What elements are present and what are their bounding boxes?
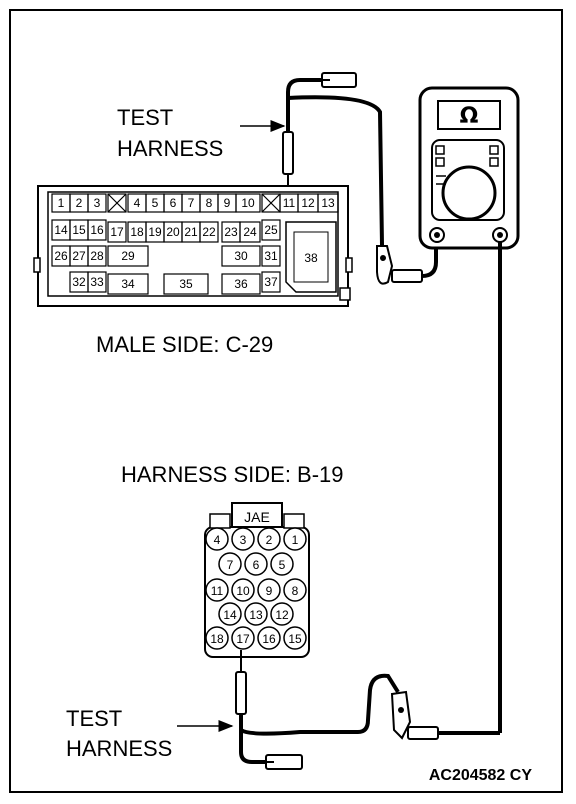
ohm-symbol: Ω <box>460 104 479 129</box>
pin-15: 15 <box>72 223 86 237</box>
pin-30: 30 <box>234 249 248 263</box>
pin-14: 14 <box>54 223 68 237</box>
pin-38: 38 <box>304 251 318 265</box>
harness-pin-11: 11 <box>211 584 224 598</box>
pin-8: 8 <box>206 196 213 210</box>
pin-2: 2 <box>76 196 83 210</box>
bottom-probe-icon <box>235 650 400 770</box>
test-harness-bottom-label-2: HARNESS <box>66 736 172 761</box>
pin-9: 9 <box>224 196 231 210</box>
pin-36: 36 <box>234 277 248 291</box>
meter-clip-left-icon <box>376 245 438 285</box>
pin-21: 21 <box>184 225 198 239</box>
harness-connector-b19: JAE 4 3 2 1 7 6 5 11 10 9 8 14 13 12 18 … <box>204 502 310 658</box>
pin-12: 12 <box>301 196 315 210</box>
harness-pin-16: 16 <box>262 632 276 646</box>
male-side-label: MALE SIDE: C-29 <box>96 332 273 357</box>
harness-pin-15: 15 <box>288 632 302 646</box>
pin-16: 16 <box>90 223 104 237</box>
pin-32: 32 <box>72 275 86 289</box>
harness-pin-7: 7 <box>227 558 234 572</box>
test-harness-top-label-2: HARNESS <box>117 136 223 161</box>
harness-pin-17: 17 <box>236 632 250 646</box>
pin-20: 20 <box>166 225 180 239</box>
harness-pin-1: 1 <box>292 533 299 547</box>
figure-code: AC204582 CY <box>429 767 533 784</box>
harness-pin-9: 9 <box>266 584 273 598</box>
harness-pin-2: 2 <box>266 533 273 547</box>
pin-23: 23 <box>224 225 238 239</box>
pin-7: 7 <box>188 196 195 210</box>
harness-pin-13: 13 <box>249 608 263 622</box>
jae-label: JAE <box>244 509 270 525</box>
test-harness-bottom-label-1: TEST <box>66 706 122 731</box>
harness-pin-10: 10 <box>236 584 250 598</box>
harness-side-label: HARNESS SIDE: B-19 <box>121 462 344 487</box>
pin-27: 27 <box>72 249 86 263</box>
ohm-meter-icon: Ω <box>418 86 520 250</box>
harness-pin-3: 3 <box>240 533 247 547</box>
harness-pin-4: 4 <box>214 533 221 547</box>
pin-22: 22 <box>202 225 216 239</box>
harness-pin-14: 14 <box>223 608 237 622</box>
meter-clip-right-icon <box>390 690 500 740</box>
harness-pin-8: 8 <box>292 584 299 598</box>
pin-31: 31 <box>264 249 278 263</box>
pin-6: 6 <box>170 196 177 210</box>
pin-34: 34 <box>121 277 135 291</box>
pin-37: 37 <box>264 275 278 289</box>
pin-11: 11 <box>283 196 296 210</box>
test-harness-top-label-1: TEST <box>117 105 173 130</box>
pin-28: 28 <box>90 249 104 263</box>
pin-19: 19 <box>148 225 162 239</box>
male-connector-c29: 1 2 3 4 5 6 7 8 9 10 11 12 13 14 15 16 <box>33 185 353 307</box>
harness-pin-6: 6 <box>253 558 260 572</box>
pin-18: 18 <box>130 225 144 239</box>
harness-pin-5: 5 <box>279 558 286 572</box>
pin-17: 17 <box>110 225 124 239</box>
pin-33: 33 <box>90 275 104 289</box>
pin-1: 1 <box>58 196 65 210</box>
pin-26: 26 <box>54 249 68 263</box>
pin-35: 35 <box>179 277 193 291</box>
pin-24: 24 <box>243 225 257 239</box>
pin-5: 5 <box>152 196 159 210</box>
pin-29: 29 <box>121 249 135 263</box>
pin-13: 13 <box>321 196 335 210</box>
pin-10: 10 <box>241 196 255 210</box>
pin-25: 25 <box>264 223 278 237</box>
pin-3: 3 <box>94 196 101 210</box>
harness-pin-12: 12 <box>275 608 289 622</box>
pin-4: 4 <box>134 196 141 210</box>
harness-pin-18: 18 <box>210 632 224 646</box>
